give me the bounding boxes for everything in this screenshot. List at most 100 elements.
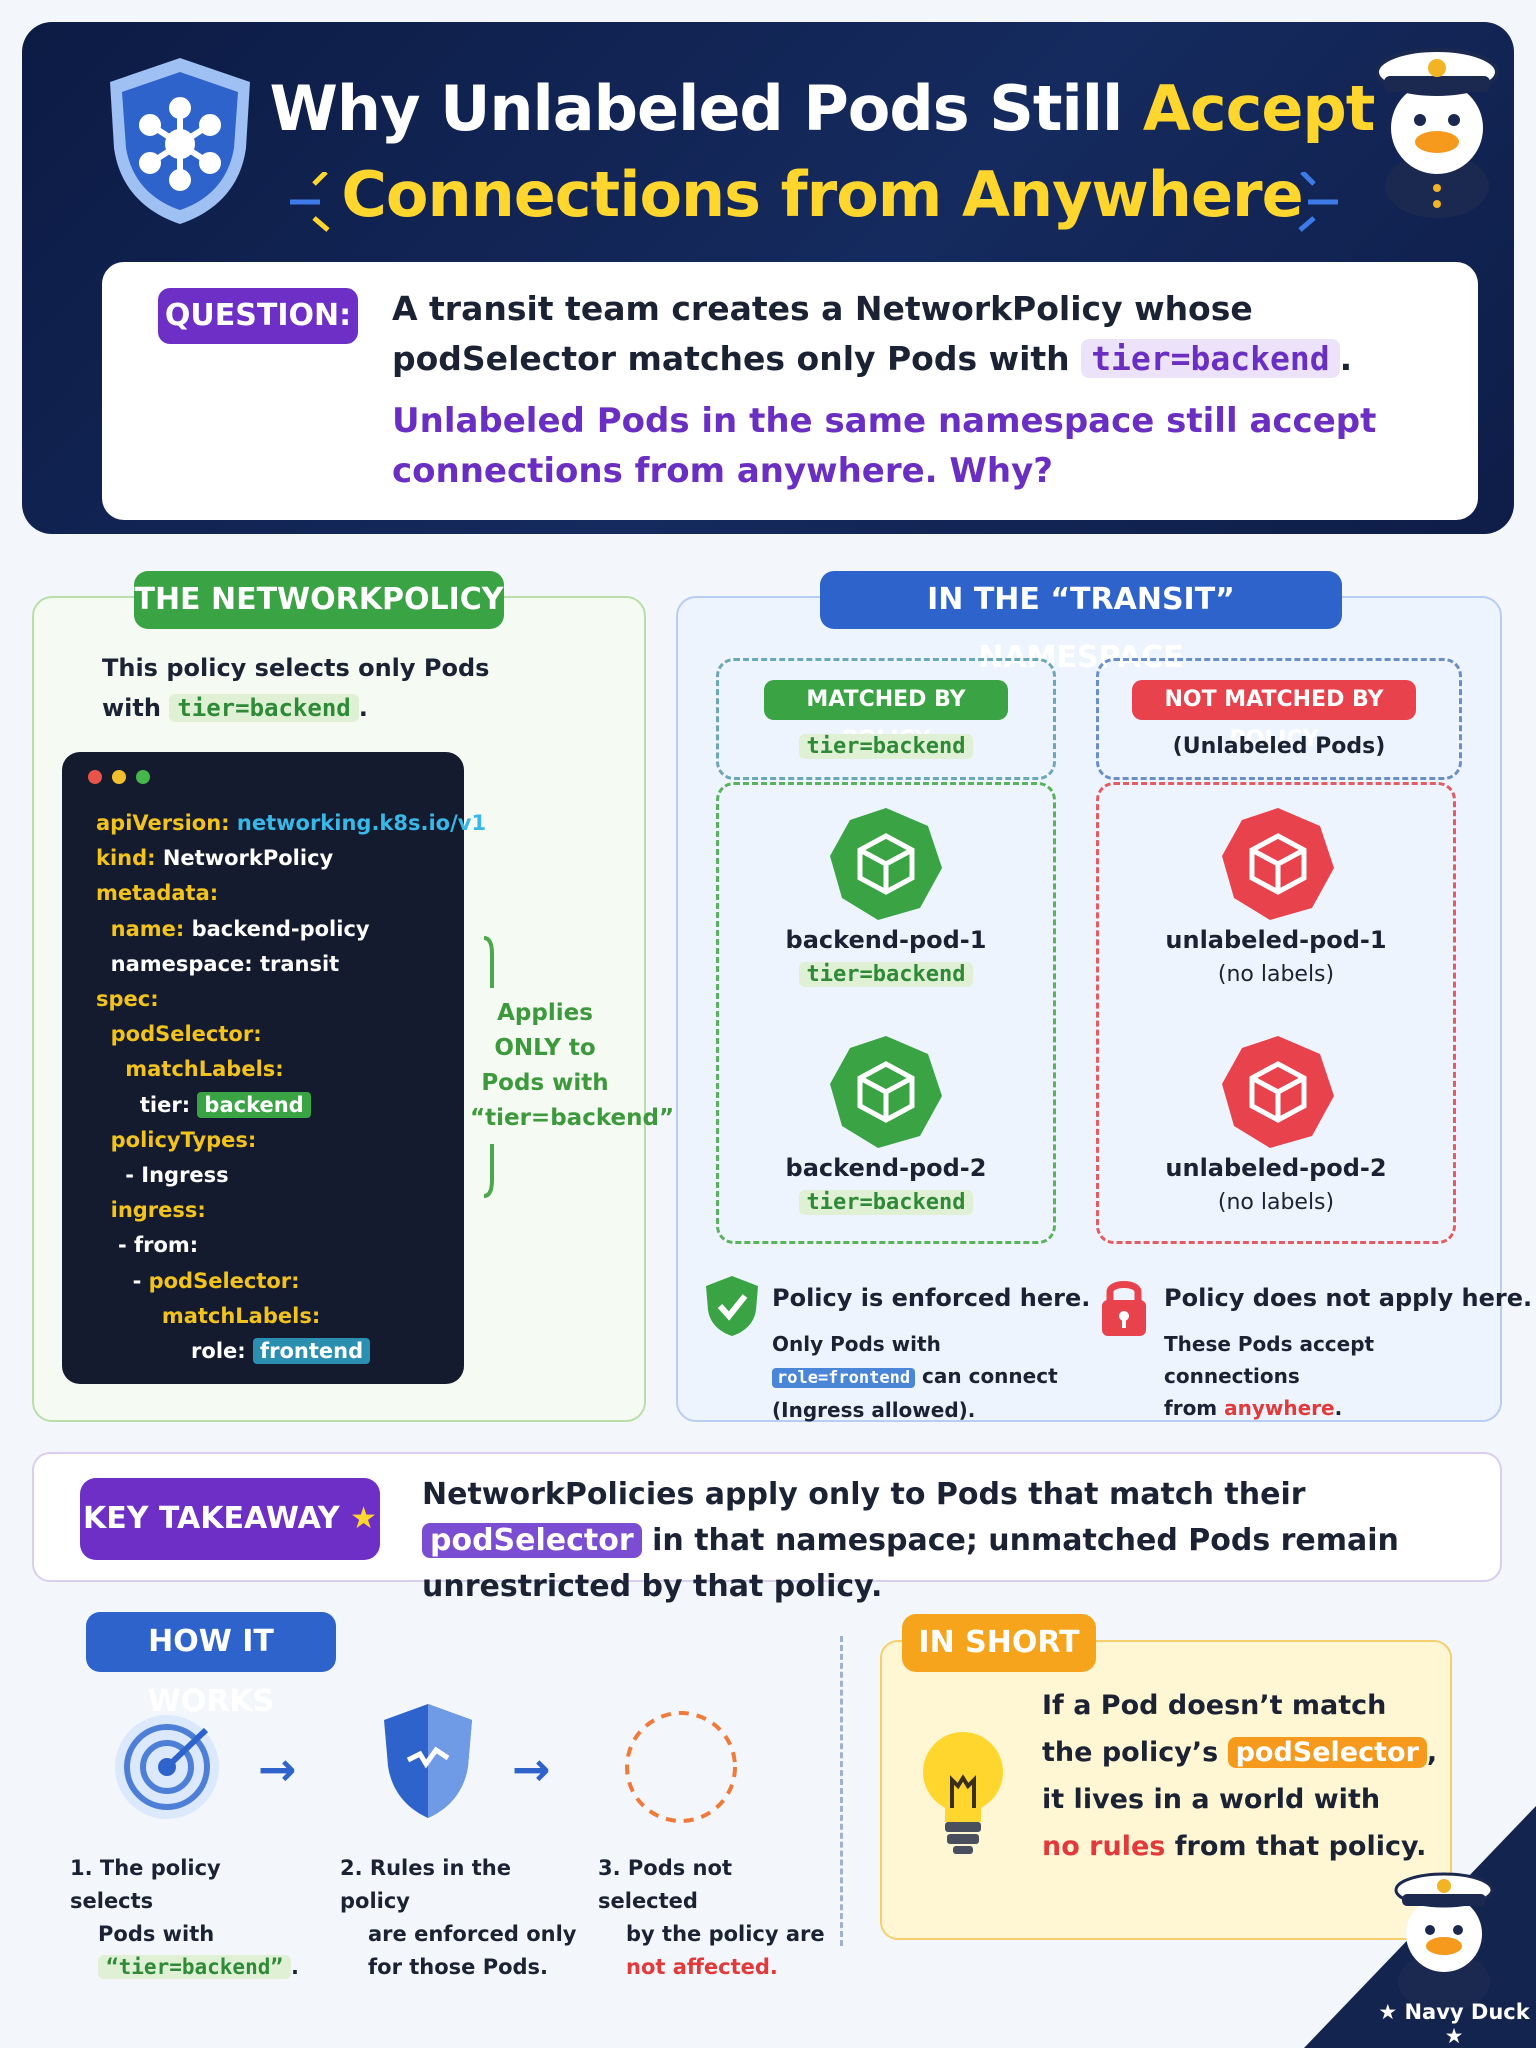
matched-tag: tier=backend (798, 734, 974, 759)
notapply-title: Policy does not apply here. (1164, 1284, 1533, 1312)
lightbulb-icon (923, 1732, 1003, 1854)
backend-pod-2-icon (830, 1036, 942, 1148)
in-short-line4b: from that policy. (1174, 1831, 1427, 1862)
star-icon: ★ (350, 1501, 378, 1536)
brace-icon (483, 936, 494, 1198)
notapply-from: from (1164, 1396, 1218, 1420)
step-2-line2: are enforced only (368, 1922, 577, 1946)
matched-tag-wrap: tier=backend (716, 734, 1056, 759)
question-text-body: A transit team creates a NetworkPolicy w… (392, 289, 1253, 378)
unlabeled-pod-1-icon (1222, 808, 1334, 920)
backend-pod-1-tag-wrap: tier=backend (716, 962, 1056, 987)
shield-half-icon (384, 1704, 472, 1818)
policy-desc-period: . (358, 694, 368, 722)
step-1-tag: “tier=backend” (98, 1955, 292, 1979)
target-icon (115, 1715, 219, 1819)
backend-pod-1-icon (830, 808, 942, 920)
in-short-title: IN SHORT (902, 1614, 1096, 1672)
question-label: QUESTION: (158, 288, 358, 344)
code-tag-frontend: frontend (252, 1338, 371, 1365)
unlabeled-pod-2-name: unlabeled-pod-2 (1165, 1154, 1387, 1182)
not-matched-sub: (Unlabeled Pods) (1172, 734, 1386, 759)
not-matched-label: NOT MATCHED BY POLICY (1132, 680, 1416, 752)
step-1-line1: 1. The policy selects (70, 1856, 221, 1913)
header-banner: Why Unlabeled Pods Still Accept Connecti… (22, 22, 1514, 534)
question-box: QUESTION: A transit team creates a Netwo… (102, 262, 1478, 520)
window-close-dot (88, 770, 102, 784)
policy-desc-tag: tier=backend (169, 694, 359, 722)
arrow-2-icon: → (512, 1742, 551, 1796)
enforced-text-after: can connect (Ingress allowed). (772, 1364, 1058, 1422)
policy-desc-with: with (102, 694, 161, 722)
applies-note: Applies ONLY to Pods with “tier=backend” (470, 1000, 675, 1131)
corner-brand-bg (1304, 1806, 1536, 2048)
in-short-box: If a Pod doesn’t match the policy’s podS… (880, 1640, 1452, 1940)
notapply-after: . (1334, 1396, 1343, 1420)
backend-pod-2-name: backend-pod-2 (785, 1154, 987, 1182)
unlabeled-pod-1-name: unlabeled-pod-1 (1165, 926, 1387, 954)
in-short-red: no rules (1042, 1831, 1166, 1862)
shield-check-icon (706, 1276, 758, 1336)
section-divider (840, 1636, 843, 1946)
matched-header-box (716, 658, 1056, 780)
navy-duck-mascot-icon (1375, 48, 1499, 218)
networkpolicy-title: THE NETWORKPOLICY (134, 571, 504, 629)
brand-label: ★ Navy Duck ★ (1378, 2000, 1530, 2048)
namespace-panel (676, 596, 1502, 1422)
key-takeaway-box: KEY TAKEAWAY ★ NetworkPolicies apply onl… (32, 1452, 1502, 1604)
step-2-line3: for those Pods. (368, 1955, 549, 1979)
takeaway-tag: podSelector (422, 1523, 642, 1558)
unlabeled-pod-2-icon (1222, 1036, 1334, 1148)
matched-pods-box (716, 782, 1056, 1244)
not-matched-header-box (1096, 658, 1462, 780)
enforced-title: Policy is enforced here. (772, 1284, 1091, 1312)
lock-icon (1102, 1281, 1146, 1336)
enforced-tag: role=frontend (772, 1368, 916, 1388)
question-highlight: Unlabeled Pods in the same namespace sti… (392, 401, 1377, 491)
key-takeaway-label: KEY TAKEAWAY ★ (80, 1478, 380, 1560)
dashed-circle-icon (625, 1711, 737, 1823)
window-minimize-dot (112, 770, 126, 784)
window-maximize-dot (136, 770, 150, 784)
question-text: A transit team creates a NetworkPolicy w… (392, 284, 1452, 384)
code-tag-backend: backend (197, 1091, 311, 1118)
backend-pod-2-label: tier=backend (798, 1190, 974, 1215)
title-line2: Connections from Anywhere (341, 158, 1303, 231)
enforced-text-before: Only Pods with (772, 1332, 941, 1356)
notapply-red: anywhere (1224, 1396, 1335, 1420)
step-3-line2: by the policy are (626, 1922, 825, 1946)
takeaway-text-before: NetworkPolicies apply only to Pods that … (422, 1477, 1306, 1512)
key-takeaway-text: NetworkPolicies apply only to Pods that … (422, 1472, 1492, 1610)
step-1-end: . (291, 1955, 299, 1979)
in-short-line3: it lives in a world with (1042, 1784, 1381, 1815)
namespace-title: IN THE “TRANSIT” NAMESPACE (820, 571, 1342, 675)
policy-description: This policy selects only Pods with tier=… (102, 648, 502, 728)
step-1-line2: Pods with (98, 1922, 215, 1946)
sparkle-left-icon (290, 172, 330, 232)
step-3: 3. Pods not selected by the policy are n… (598, 1852, 838, 1984)
unmatched-pods-box (1096, 782, 1456, 1244)
step-3-line1: 3. Pods not selected (598, 1856, 732, 1913)
in-short-line2b: , (1426, 1737, 1438, 1768)
unlabeled-pod-2-label: (no labels) (1217, 1190, 1335, 1215)
page-title: Why Unlabeled Pods Still Accept Connecti… (262, 66, 1382, 238)
question-period: . (1339, 339, 1353, 378)
arrow-1-icon: → (258, 1742, 297, 1796)
in-short-tag: podSelector (1227, 1737, 1427, 1768)
sparkle-right-icon (1298, 172, 1338, 232)
notapply-text-before: These Pods accept connections (1164, 1332, 1375, 1388)
backend-pod-1-label: tier=backend (798, 962, 974, 987)
step-3-red: not affected. (626, 1955, 778, 1979)
step-2: 2. Rules in the policy are enforced only… (340, 1852, 580, 1984)
takeaway-text-after: in that namespace; unmatched Pods remain… (422, 1523, 1399, 1604)
in-short-line2a: the policy’s (1042, 1737, 1219, 1768)
matched-label: MATCHED BY POLICY (764, 680, 1008, 752)
backend-pod-1-name: backend-pod-1 (785, 926, 987, 954)
in-short-line1: If a Pod doesn’t match (1042, 1690, 1387, 1721)
notapply-text: These Pods accept connections from anywh… (1164, 1328, 1484, 1424)
step-2-line1: 2. Rules in the policy (340, 1856, 511, 1913)
enforced-text: Only Pods with role=frontend can connect… (772, 1328, 1082, 1426)
shield-network-icon (110, 58, 250, 224)
how-it-works-title: HOW IT WORKS (86, 1612, 336, 1719)
unlabeled-pod-1-label: (no labels) (1217, 962, 1335, 987)
